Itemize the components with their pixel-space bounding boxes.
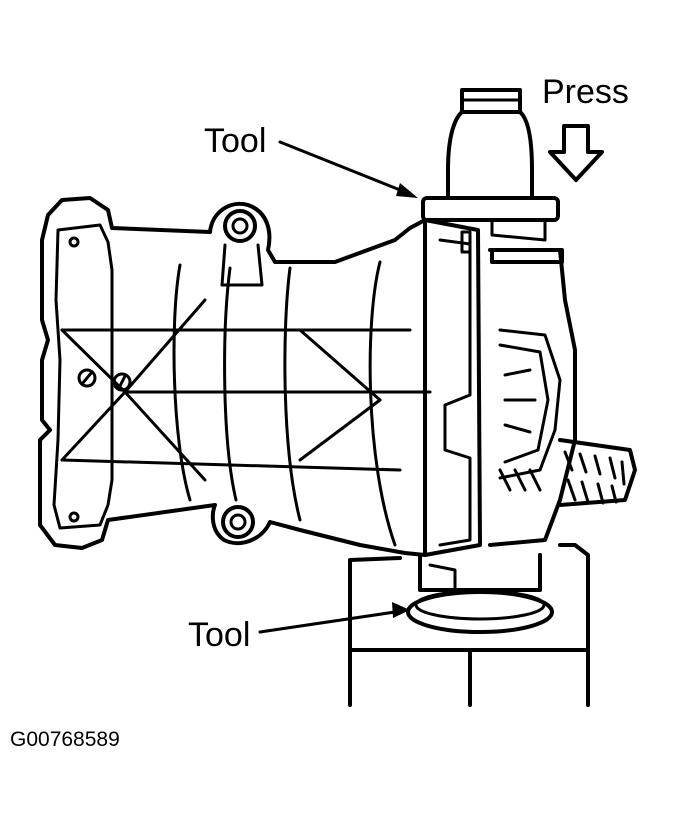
press-arrow-icon (548, 124, 604, 182)
press-label: Press (542, 73, 629, 111)
tool-label-top: Tool (204, 122, 266, 160)
leader-arrow-bottom (258, 602, 410, 634)
figure-code: G00768589 (10, 728, 120, 751)
press-stand (348, 543, 590, 707)
tool-label-bottom: Tool (188, 616, 250, 654)
differential-case (488, 248, 637, 547)
lower-tool (406, 553, 554, 634)
differential-housing (38, 196, 482, 557)
upper-tool (421, 88, 564, 264)
leader-arrow-top (278, 140, 418, 198)
